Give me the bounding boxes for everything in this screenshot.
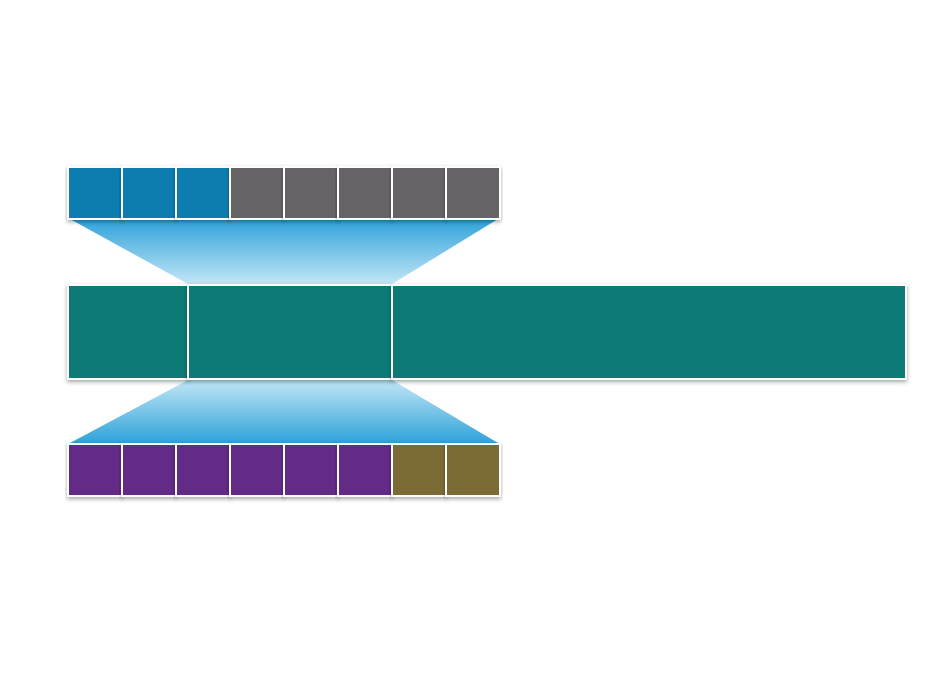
top-cell-gray	[391, 166, 447, 220]
top-cell-blue	[67, 166, 123, 220]
middle-segment-expanded	[187, 284, 393, 380]
top-cell-gray	[445, 166, 501, 220]
top-cell-gray	[229, 166, 285, 220]
middle-segment	[391, 284, 907, 380]
bottom-cell-purple	[121, 443, 177, 497]
bottom-connector-trapezoid	[70, 380, 498, 443]
bottom-cell-olive	[445, 443, 501, 497]
bottom-cell-olive	[391, 443, 447, 497]
top-connector-trapezoid	[70, 219, 498, 284]
top-cell-blue	[175, 166, 231, 220]
top-cell-row	[67, 166, 501, 220]
top-cell-gray	[283, 166, 339, 220]
middle-segment	[67, 284, 189, 380]
bottom-cell-purple	[283, 443, 339, 497]
top-cell-blue	[121, 166, 177, 220]
middle-bar	[67, 284, 907, 380]
bottom-cell-purple	[67, 443, 123, 497]
bottom-cell-purple	[337, 443, 393, 497]
bottom-cell-purple	[175, 443, 231, 497]
bottom-cell-purple	[229, 443, 285, 497]
top-cell-gray	[337, 166, 393, 220]
bottom-cell-row	[67, 443, 501, 497]
